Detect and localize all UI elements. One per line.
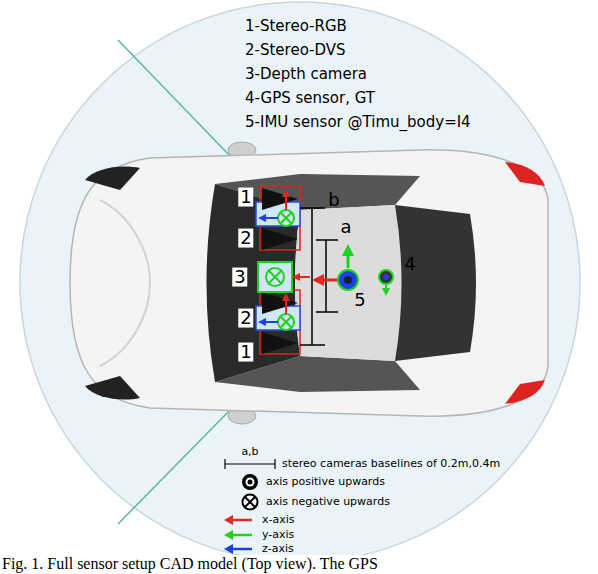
axis-negative-symbol [245, 497, 255, 507]
car-body [395, 205, 476, 361]
field-of-view-line [118, 408, 232, 524]
legend-bracket [225, 459, 275, 469]
axis-arrow-head [224, 515, 233, 525]
car-body [70, 142, 548, 424]
depth-camera [296, 276, 310, 278]
axis-negative-symbol [243, 495, 258, 510]
legend-text: z-axis [262, 543, 294, 556]
legend-bracket [274, 459, 275, 469]
depth-camera [258, 262, 292, 292]
baseline-bracket [316, 239, 338, 241]
baseline-label: a [340, 218, 351, 237]
baseline-bracket [325, 240, 327, 312]
axis-arrow-swatch [222, 543, 256, 555]
axis-arrow-swatch [222, 514, 256, 526]
car-body [505, 380, 545, 404]
car-body [70, 150, 548, 416]
field-of-view-line [118, 40, 232, 158]
baseline-bracket [316, 311, 338, 313]
baseline-label: a,b [241, 446, 258, 459]
gps-sensor [383, 274, 389, 280]
axis-arrow-shaft [231, 548, 252, 551]
sensor-list-item: 1-Stereo-RGB [245, 18, 347, 35]
axis-arrow-shaft [231, 534, 252, 537]
view-circle [20, 2, 580, 562]
legend-bracket [225, 463, 275, 464]
axis-positive-symbol [248, 480, 253, 485]
imu-sensor [318, 250, 358, 290]
gps-sensor [379, 270, 393, 292]
car-body [207, 184, 301, 382]
callout-number: 3 [232, 268, 247, 287]
legend-text: axis positive upwards [266, 476, 385, 489]
callout-number: 2 [238, 309, 253, 328]
gps-sensor [379, 270, 393, 284]
depth-camera [258, 262, 310, 292]
legend-bracket [224, 459, 225, 469]
car-body [295, 205, 402, 361]
sensor-list-item: 4-GPS sensor, GT [245, 90, 375, 107]
car-body [85, 376, 140, 400]
imu-sensor [344, 276, 352, 284]
depth-camera [268, 270, 282, 284]
imu-sensor [347, 250, 350, 268]
axis-arrow-head [224, 544, 233, 554]
car-body [85, 167, 140, 191]
callout-number: 5 [354, 291, 365, 310]
axis-arrow-head [224, 530, 233, 540]
axis-positive-symbol [242, 474, 258, 490]
baseline-bracket [300, 208, 338, 345]
depth-camera [266, 268, 284, 286]
callout-number: 1 [238, 343, 253, 362]
figure-caption: Fig. 1. Full sensor setup CAD model (Top… [0, 555, 380, 573]
axis-negative-symbol [243, 495, 258, 510]
car-body [505, 162, 545, 186]
sensor-list-item: 2-Stereo-DVS [245, 42, 346, 59]
legend-text: stereo cameras baselines of 0.2m,0.4m [282, 458, 500, 471]
sensor-list-item: 5-IMU sensor @Timu_body=I4 [245, 114, 471, 131]
car-body [215, 174, 420, 210]
car-body [100, 200, 150, 366]
imu-sensor [318, 279, 338, 282]
sensor-list-item: 3-Depth camera [245, 66, 367, 83]
legend-text: x-axis [262, 514, 295, 527]
baseline-bracket [300, 344, 325, 346]
baseline-label: b [328, 191, 339, 210]
legend-text: y-axis [262, 529, 294, 542]
gps-sensor [385, 285, 387, 292]
car-illustration [256, 290, 300, 354]
car-illustration [256, 186, 300, 250]
axis-arrow-shaft [231, 519, 252, 522]
callout-number: 4 [404, 255, 415, 274]
baseline-bracket [300, 207, 325, 209]
imu-sensor [338, 270, 358, 290]
callout-number: 1 [238, 188, 253, 207]
legend-text: axis negative upwards [266, 496, 390, 509]
axis-positive-symbol [246, 478, 255, 487]
callout-number: 2 [238, 229, 253, 248]
axis-positive-symbol [242, 474, 258, 490]
axis-arrow-swatch [222, 529, 256, 541]
baseline-bracket [311, 208, 313, 345]
